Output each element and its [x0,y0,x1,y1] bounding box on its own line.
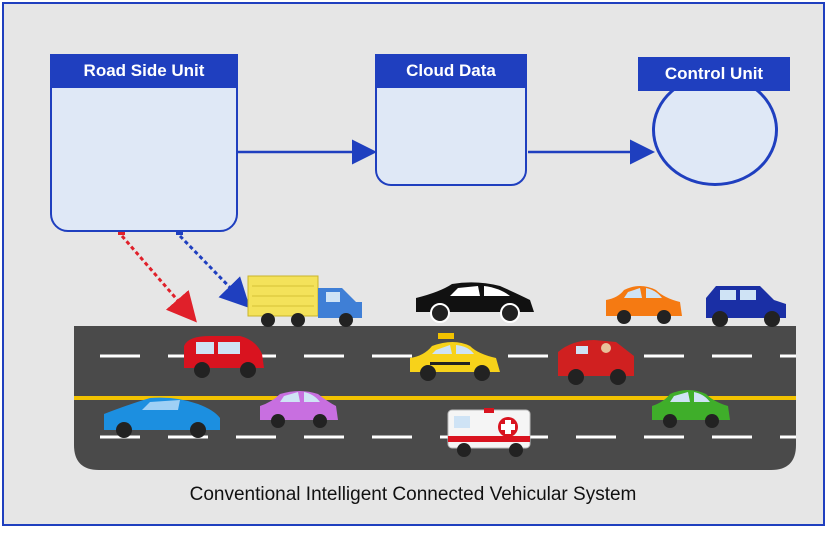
ambulance [447,408,531,457]
orange-compact-car [606,286,682,324]
blue-suv [706,286,786,327]
delivery-truck [247,275,362,327]
diagram-caption: Conventional Intelligent Connected Vehic… [189,484,637,505]
black-sedan [416,282,534,323]
red-minivan [184,336,264,378]
green-compact-car [652,390,730,428]
purple-hatchback [260,391,338,428]
red-convertible [558,340,634,385]
blue-sports-car [104,397,220,438]
yellow-taxi [410,333,500,381]
control-unit-label: Control Unit [638,57,790,91]
road-side-unit-label: Road Side Unit [50,54,238,88]
red-signal-arrow [120,235,197,323]
cloud-data-label: Cloud Data [375,54,527,88]
blue-signal-arrow [178,234,251,309]
